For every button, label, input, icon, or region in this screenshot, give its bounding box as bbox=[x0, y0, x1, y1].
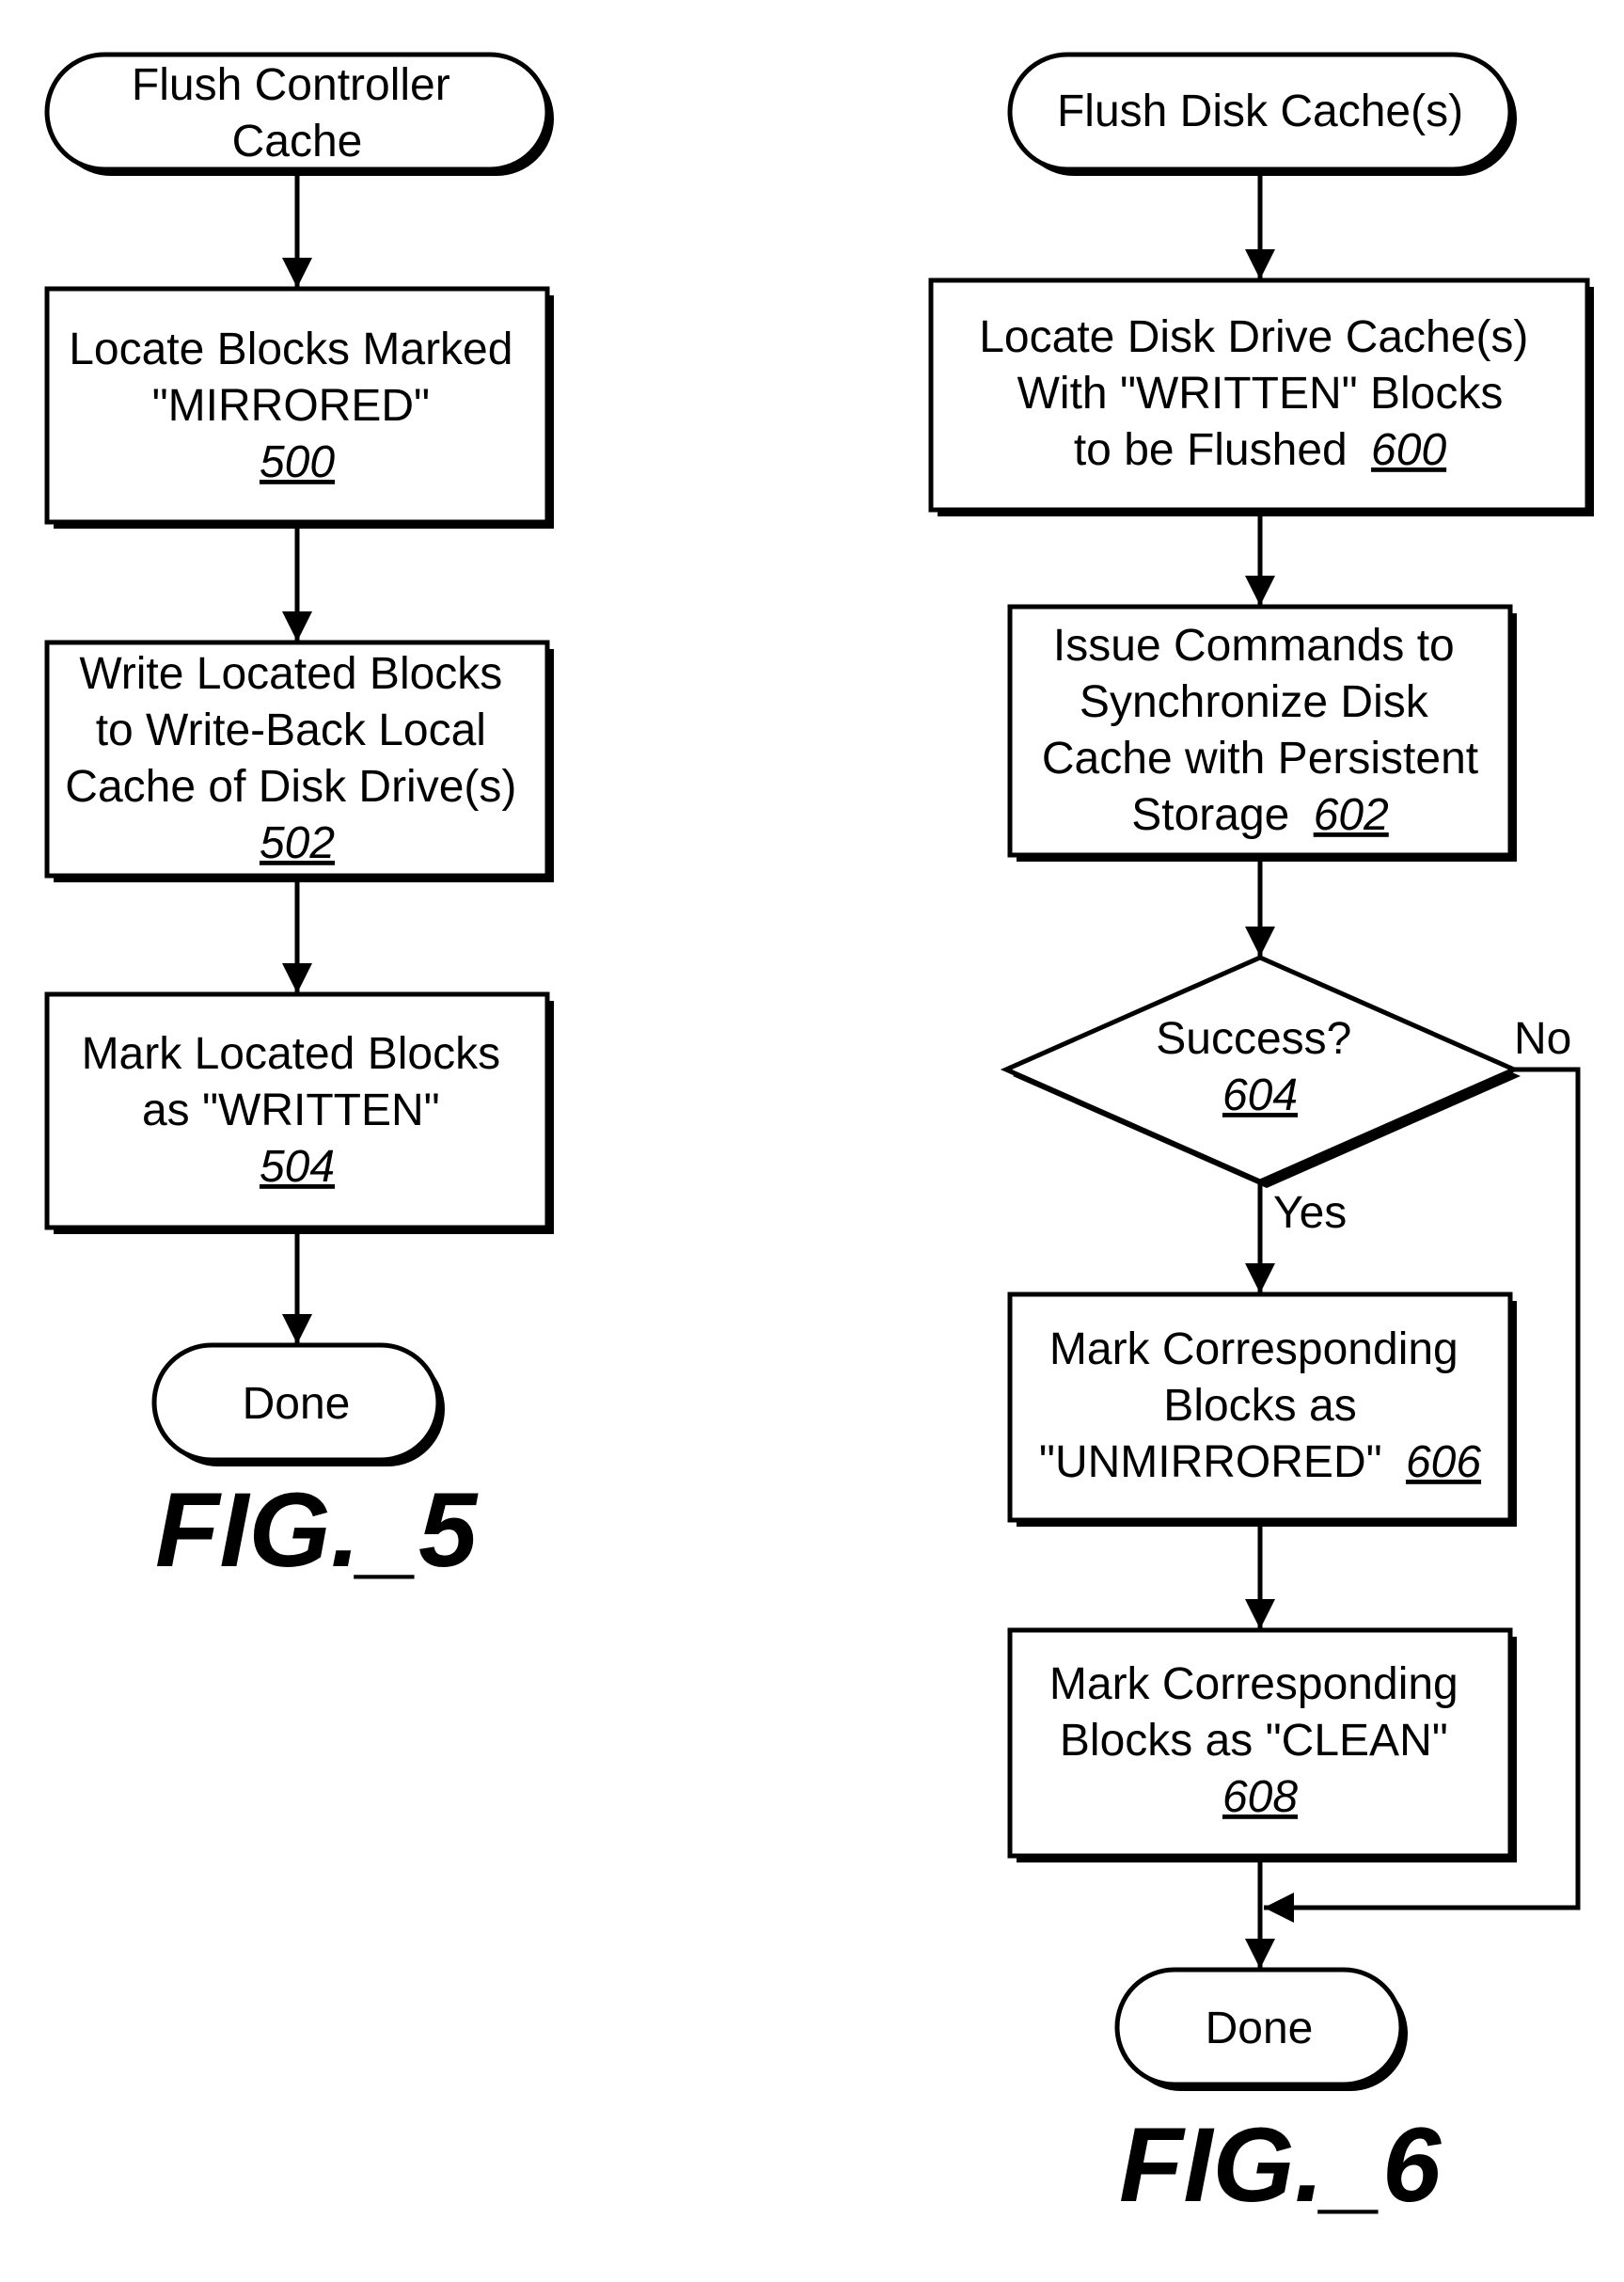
fig6-done-label: Done bbox=[1206, 2004, 1314, 2053]
step-602-line-3: Cache with Persistent bbox=[1042, 734, 1478, 784]
step-602-ref: 602 bbox=[1314, 790, 1389, 840]
fig5-start-line-2: Cache bbox=[232, 117, 363, 166]
fig6-step-602: Issue Commands to Synchronize Disk Cache… bbox=[1010, 607, 1517, 862]
fig5-step-504: Mark Located Blocks as "WRITTEN" 504 bbox=[47, 994, 554, 1234]
fig6-decision-604: Success? 604 No Yes bbox=[1006, 958, 1571, 1238]
fig6-caption: FIG._6 bbox=[1119, 2106, 1442, 2224]
step-502-ref: 502 bbox=[260, 818, 335, 868]
step-606-line-2: Blocks as bbox=[1163, 1381, 1356, 1431]
fig5-flowchart: Flush Controller Cache Locate Blocks Mar… bbox=[47, 55, 554, 1589]
step-602-line-1: Issue Commands to bbox=[1053, 621, 1455, 671]
step-502-line-2: to Write-Back Local bbox=[96, 705, 486, 755]
fig6-step-600: Locate Disk Drive Cache(s) With "WRITTEN… bbox=[931, 280, 1594, 516]
step-600-ref: 600 bbox=[1371, 425, 1446, 475]
fig6-step-608: Mark Corresponding Blocks as "CLEAN" 608 bbox=[1010, 1630, 1517, 1862]
step-606-line-3: "UNMIRRORED" bbox=[1039, 1437, 1382, 1487]
step-606-line-1: Mark Corresponding bbox=[1049, 1324, 1458, 1374]
step-600-line-3: to be Flushed bbox=[1074, 425, 1348, 475]
svg-text:"UNMIRRORED" 606: "UNMIRRORED" 606 bbox=[1039, 1437, 1481, 1487]
step-600-line-2: With "WRITTEN" Blocks bbox=[1017, 369, 1504, 419]
step-502-line-1: Write Located Blocks bbox=[79, 649, 502, 699]
fig5-start-terminator: Flush Controller Cache bbox=[47, 55, 554, 176]
step-608-ref: 608 bbox=[1222, 1772, 1298, 1822]
step-602-line-4: Storage bbox=[1131, 790, 1289, 840]
step-500-ref: 500 bbox=[260, 437, 335, 487]
fig5-step-500: Locate Blocks Marked "MIRRORED" 500 bbox=[47, 289, 554, 529]
fig6-start-label: Flush Disk Cache(s) bbox=[1057, 87, 1463, 136]
fig6-done-terminator: Done bbox=[1117, 1970, 1408, 2091]
svg-text:to be Flushed 600: to be Flushed 600 bbox=[1074, 425, 1447, 475]
step-500-line-1: Locate Blocks Marked bbox=[69, 325, 512, 374]
fig5-done-terminator: Done bbox=[154, 1345, 445, 1466]
decision-604-label: Success? bbox=[1156, 1014, 1351, 1064]
step-504-line-2: as "WRITTEN" bbox=[142, 1086, 440, 1135]
step-500-line-2: "MIRRORED" bbox=[152, 381, 430, 431]
decision-604-yes-label: Yes bbox=[1273, 1188, 1347, 1238]
svg-text:Issue Commands to Sync: Issue Commands to Synchronize Disk Cache… bbox=[1042, 621, 1478, 784]
fig6-flowchart: Flush Disk Cache(s) Locate Disk Drive Ca… bbox=[931, 55, 1594, 2224]
step-600-line-1: Locate Disk Drive Cache(s) bbox=[979, 312, 1528, 362]
fig5-step-502: Write Located Blocks to Write-Back Local… bbox=[47, 642, 554, 882]
fig6-start-terminator: Flush Disk Cache(s) bbox=[1010, 55, 1517, 176]
fig6-step-606: Mark Corresponding Blocks as "UNMIRRORED… bbox=[1010, 1294, 1517, 1527]
step-608-line-2: Blocks as "CLEAN" bbox=[1060, 1716, 1448, 1766]
fig5-start-line-1: Flush Controller bbox=[132, 60, 450, 110]
step-606-ref: 606 bbox=[1406, 1437, 1481, 1487]
decision-604-ref: 604 bbox=[1222, 1070, 1298, 1120]
step-602-line-2: Synchronize Disk bbox=[1080, 677, 1429, 727]
fig5-caption: FIG._5 bbox=[155, 1471, 479, 1589]
step-608-line-1: Mark Corresponding bbox=[1049, 1659, 1458, 1709]
step-504-ref: 504 bbox=[260, 1142, 335, 1192]
svg-text:Storage 602: Storage 602 bbox=[1131, 790, 1389, 840]
decision-604-no-label: No bbox=[1514, 1014, 1571, 1064]
step-502-line-3: Cache of Disk Drive(s) bbox=[65, 762, 516, 812]
step-504-line-1: Mark Located Blocks bbox=[82, 1029, 501, 1079]
fig5-done-label: Done bbox=[243, 1379, 351, 1429]
